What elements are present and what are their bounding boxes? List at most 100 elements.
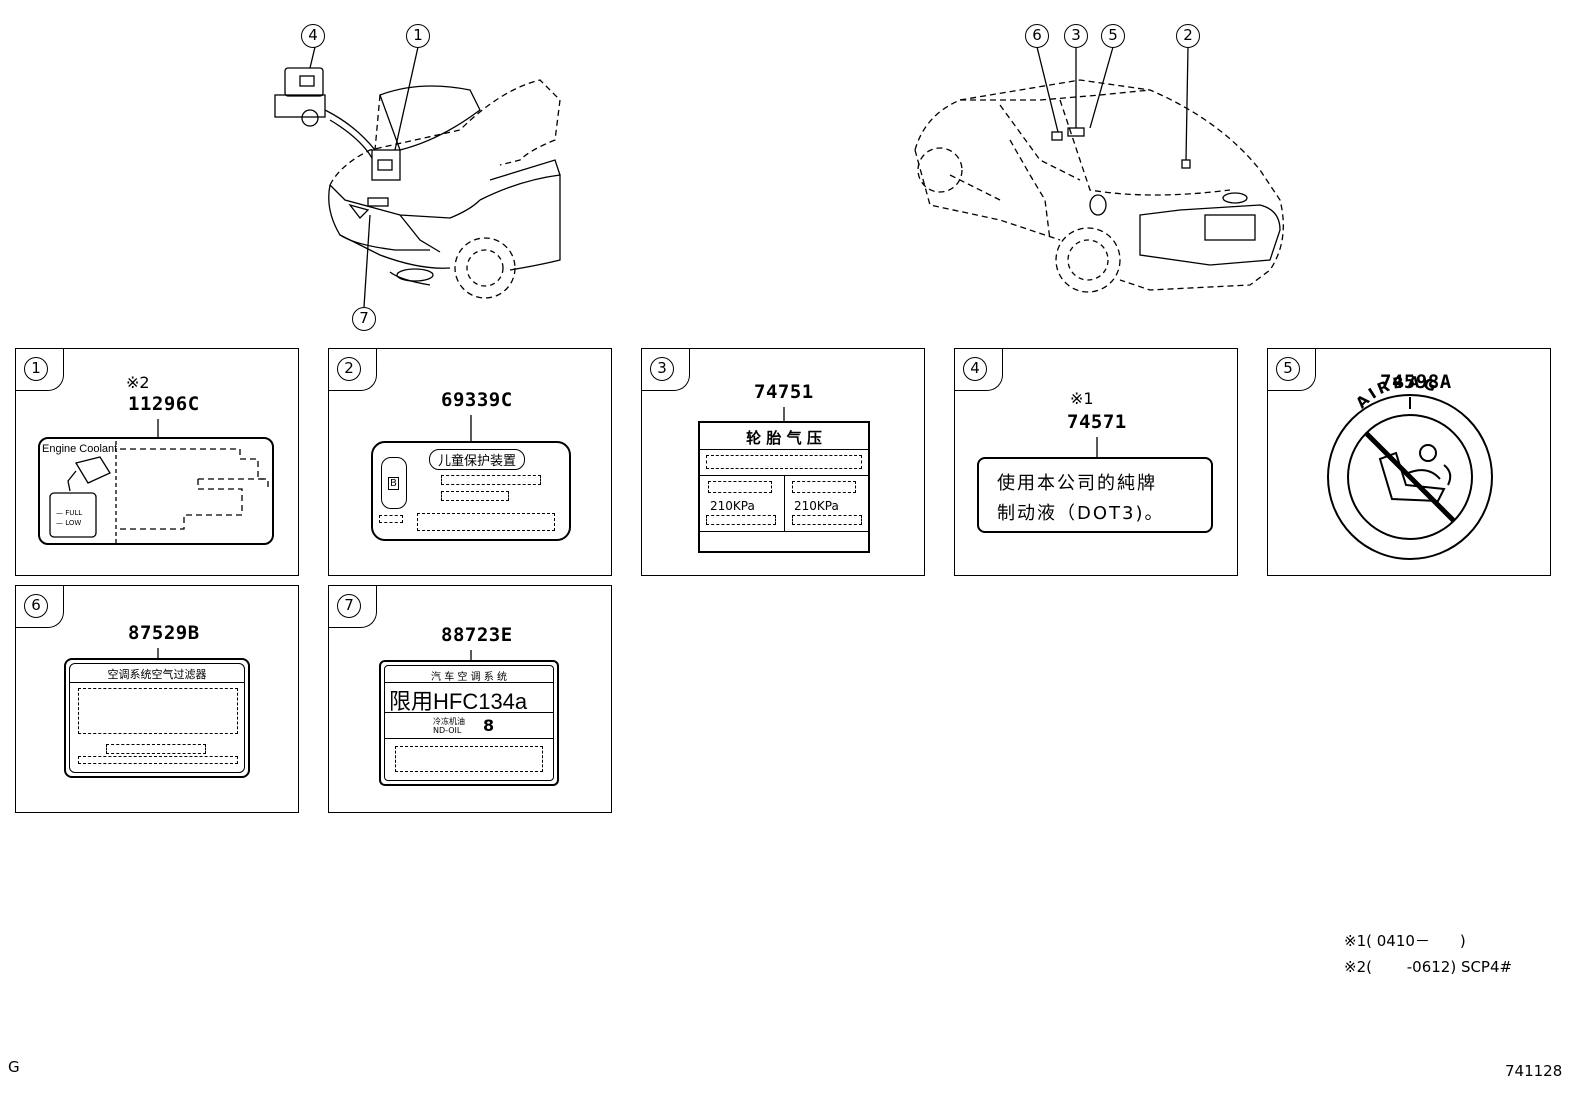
level-full-text: FULL [65, 509, 83, 517]
panel-index: 4 [963, 357, 987, 381]
blank-line [441, 491, 509, 501]
child-lock-title: 儿童保护装置 [429, 449, 526, 470]
footnote-1: ※1( 0410－ ) [1344, 932, 1466, 950]
callout-1: 1 [406, 24, 430, 48]
leader-line [783, 407, 785, 421]
part-number: 69339C [441, 389, 513, 411]
diagram-number: 741128 [1505, 1062, 1563, 1080]
refrigerant-oil-mark: 8 [483, 716, 495, 735]
leader-line [470, 415, 472, 441]
title-rule [69, 682, 245, 683]
refrigerant-label: 汽 车 空 调 系 统 限用HFC134a 冷冻机油 ND-OIL 8 [379, 660, 559, 786]
inner-border [69, 663, 245, 773]
ac-filter-label: 空调系统空气过滤器 [64, 658, 250, 778]
coolant-title: Engine Coolant [42, 443, 118, 455]
blank-line [441, 475, 541, 485]
main-rule [384, 712, 554, 713]
footnote-2: ※2( -0612) SCP4# [1344, 958, 1513, 976]
leader-line [157, 419, 159, 437]
panel-index: 7 [337, 594, 361, 618]
panel-tab: 4 [955, 349, 1003, 391]
blank-line [792, 515, 862, 525]
panel-2: 2 69339C 儿童保护装置 B [328, 348, 612, 576]
part-number: 87529B [128, 622, 200, 644]
part-number: 74598A [1380, 371, 1452, 393]
part-number: 74571 [1067, 411, 1127, 433]
panel-tab: 7 [329, 586, 377, 628]
brake-fluid-label: 使用本公司的純牌 制动液（DOT3)。 [977, 457, 1213, 533]
callout-6: 6 [1025, 24, 1049, 48]
panel-note: ※1 [1070, 389, 1094, 408]
lock-switch-icon [381, 457, 407, 509]
brake-line-1: 使用本公司的純牌 [997, 473, 1157, 494]
panel-index: 6 [24, 594, 48, 618]
tire-title: 轮 胎 气 压 [746, 429, 822, 447]
callout-3: 3 [1064, 24, 1088, 48]
blank-line [792, 481, 856, 493]
panel-tab: 1 [16, 349, 64, 391]
blank-line [708, 481, 772, 493]
level-low: — LOW [56, 519, 82, 527]
callout-7: 7 [352, 307, 376, 331]
panel-index: 1 [24, 357, 48, 381]
panel-note: ※2 [126, 373, 150, 392]
panel-3: 3 74751 轮 胎 气 压 210KPa 210KPa [641, 348, 925, 576]
panel-4: 4 ※1 74571 使用本公司的純牌 制动液（DOT3)。 [954, 348, 1238, 576]
ac-filter-title: 空调系统空气过滤器 [107, 668, 207, 681]
blank-block [78, 688, 238, 734]
panel-1: 1 ※2 11296C Engine Coolant — FULL — LOW [15, 348, 299, 576]
child-lock-mark: B [388, 477, 399, 490]
airbag-ring-text: AIRBAG [1352, 373, 1441, 412]
callout-4: 4 [301, 24, 325, 48]
leader-line [470, 650, 472, 660]
blank-line [706, 455, 862, 469]
part-number: 11296C [128, 393, 200, 415]
panel-index: 5 [1276, 357, 1300, 381]
blank-line [706, 515, 776, 525]
blank-line [106, 744, 206, 754]
blank-block [395, 746, 543, 772]
coolant-pour-icon [49, 441, 269, 543]
front-pressure: 210KPa [710, 499, 755, 513]
rear-pressure: 210KPa [794, 499, 839, 513]
panel-7: 7 88723E 汽 车 空 调 系 统 限用HFC134a 冷冻机油 ND-O… [328, 585, 612, 813]
panel-index: 2 [337, 357, 361, 381]
panel-6: 6 87529B 空调系统空气过滤器 [15, 585, 299, 813]
rear-car-drawing [914, 46, 1284, 293]
child-lock-label: 儿童保护装置 B [371, 441, 571, 541]
panel-index: 3 [650, 357, 674, 381]
airbag-warning-icon: AIRBAG [1327, 373, 1493, 560]
level-full: — FULL [56, 509, 83, 517]
vehicle-illustrations [274, 46, 1284, 308]
leader-line [157, 648, 159, 658]
corner-mark: G [8, 1058, 20, 1076]
refrigerant-oil-label: 冷冻机油 [433, 717, 465, 726]
tire-pressure-label: 轮 胎 气 压 210KPa 210KPa [698, 421, 870, 553]
sub-rule [384, 738, 554, 739]
blank-line [379, 515, 403, 523]
coolant-label: Engine Coolant — FULL — LOW [38, 437, 274, 545]
callout-2: 2 [1176, 24, 1200, 48]
col-rule [784, 475, 785, 531]
brake-line-2: 制动液（DOT3)。 [997, 503, 1165, 524]
part-number: 74751 [754, 381, 814, 403]
panel-tab: 2 [329, 349, 377, 391]
panel-tab: 5 [1268, 349, 1316, 391]
bottom-rule [700, 531, 868, 532]
inner-border [384, 665, 554, 781]
blank-line [78, 756, 238, 764]
panel-tab: 6 [16, 586, 64, 628]
refrigerant-main: 限用HFC134a [389, 689, 528, 714]
refrigerant-header: 汽 车 空 调 系 统 [431, 672, 507, 683]
part-number: 88723E [441, 624, 513, 646]
level-low-text: LOW [65, 519, 82, 527]
panel-tab: 3 [642, 349, 690, 391]
refrigerant-oil-type: ND-OIL [433, 726, 462, 735]
front-car-drawing [274, 46, 561, 308]
leader-line [1096, 437, 1098, 457]
header-rule [384, 682, 554, 683]
blank-line [417, 513, 555, 531]
panel-5: 5 74598A AIRBAG [1267, 348, 1551, 576]
callout-5: 5 [1101, 24, 1125, 48]
title-rule [700, 449, 868, 450]
